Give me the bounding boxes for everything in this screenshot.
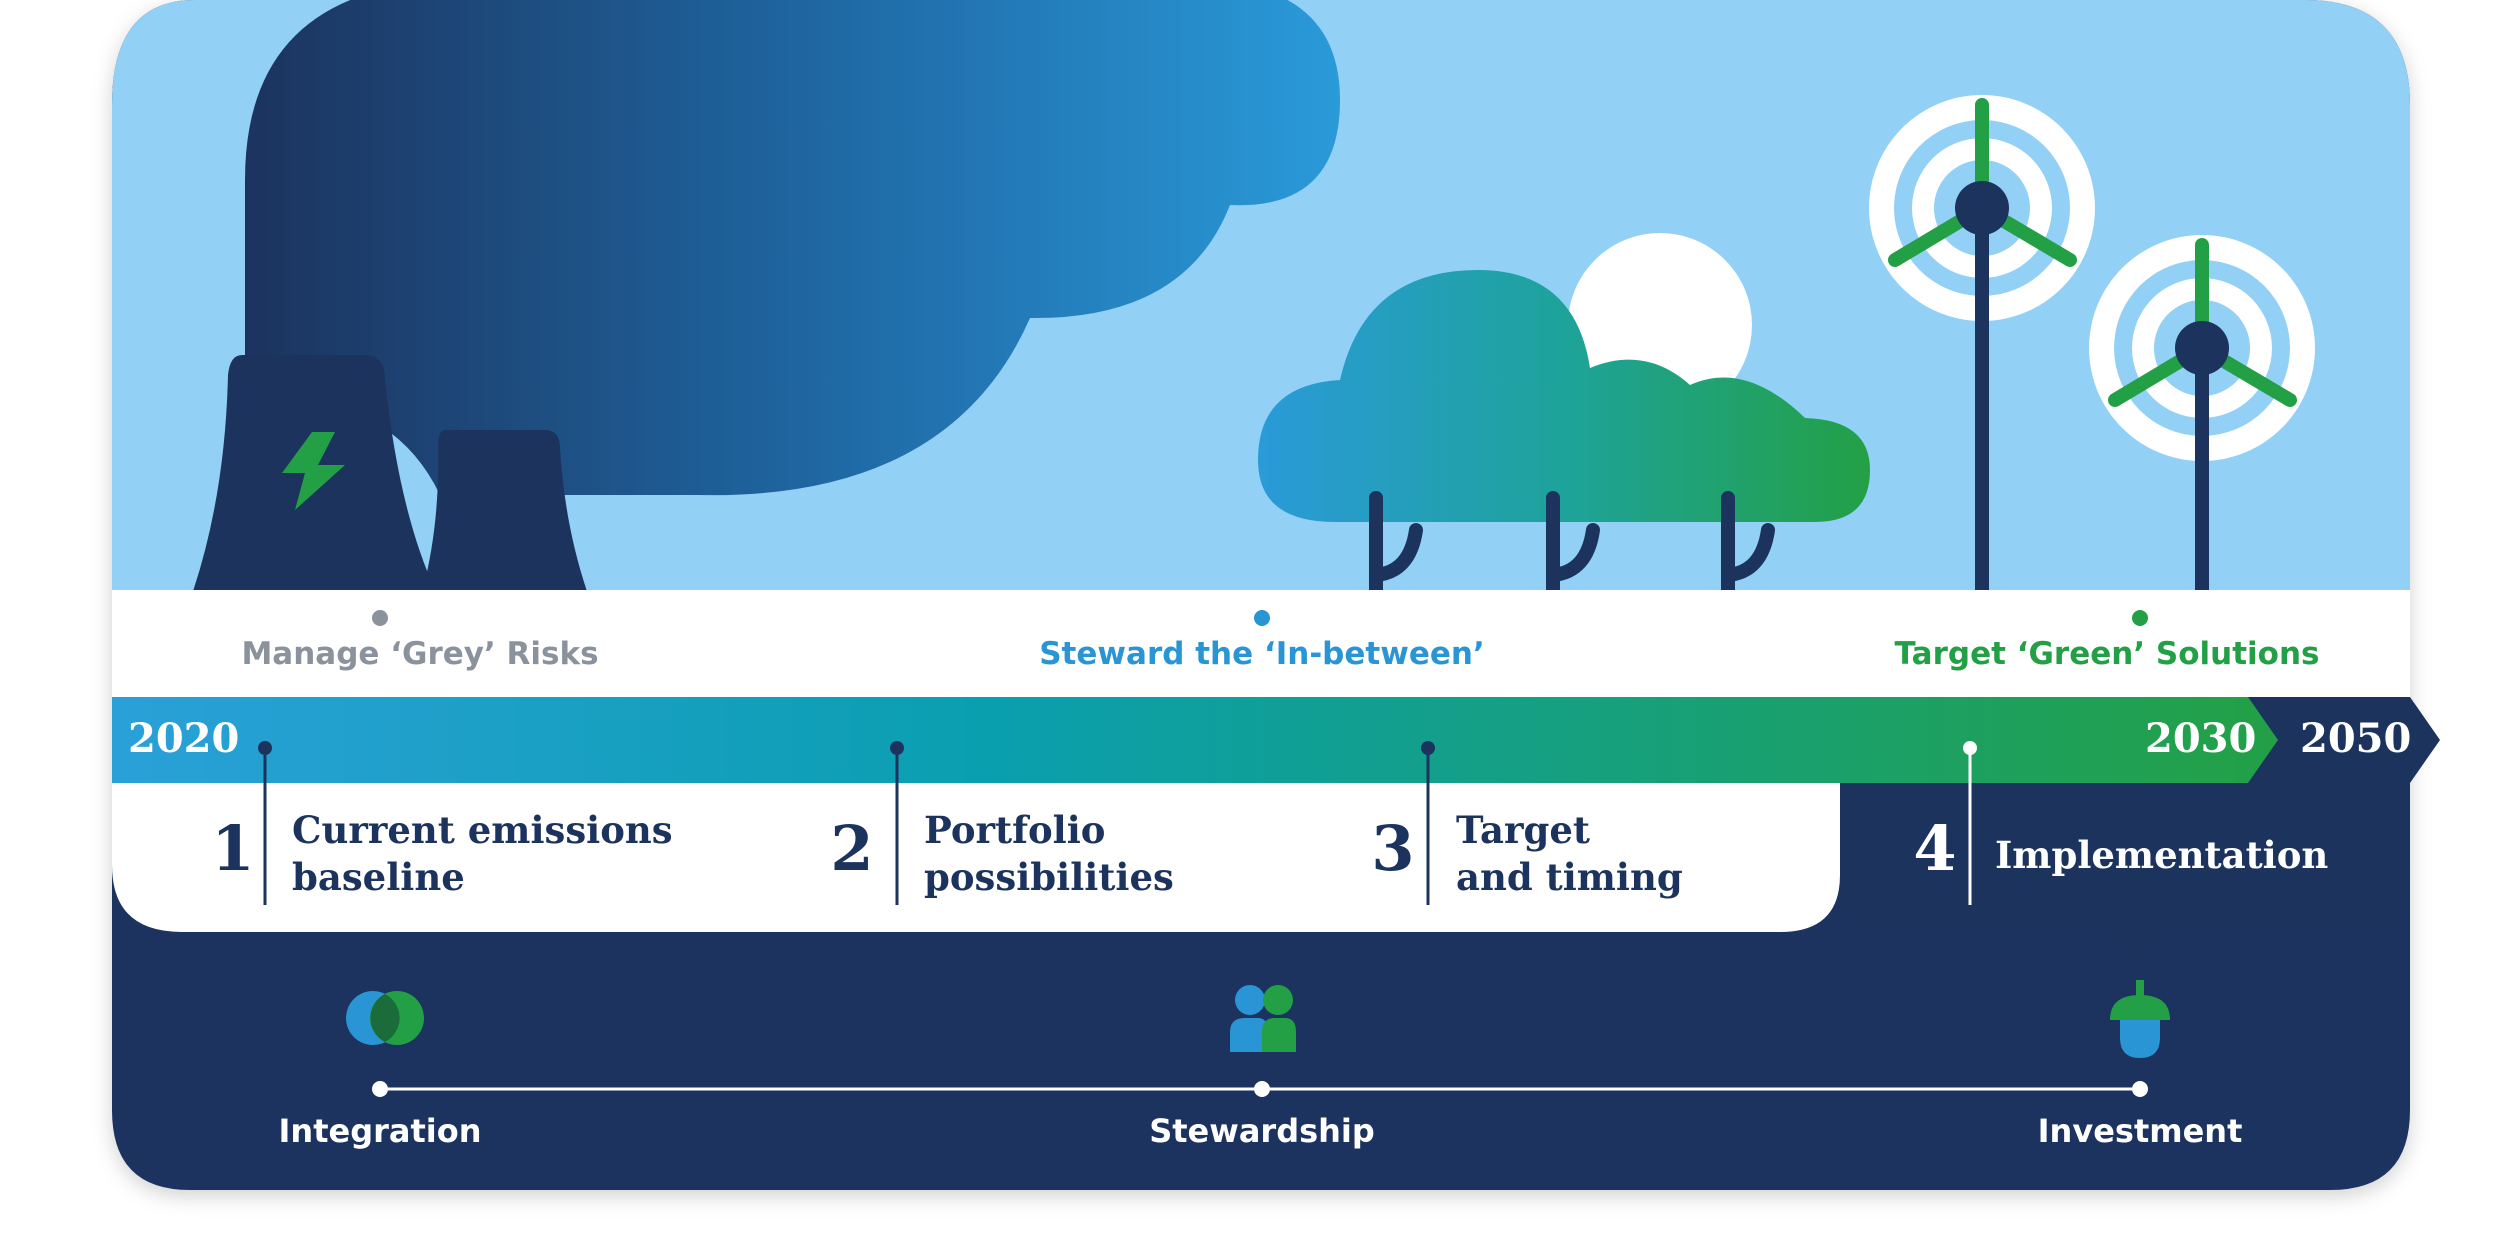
- wind-turbine: [1869, 95, 2095, 590]
- pillar-label-integration: Integration: [279, 1112, 482, 1150]
- smoke-plume: [245, 0, 1340, 496]
- step-number: 4: [1913, 812, 1956, 885]
- sky-scene: [112, 0, 2410, 590]
- step-label-line2: possibilities: [924, 855, 1174, 899]
- step-label-line2: baseline: [292, 855, 465, 899]
- step-number: 3: [1371, 812, 1414, 885]
- wind-turbine: [2089, 235, 2315, 590]
- pillar-marker: [372, 1081, 388, 1097]
- step-1: 1 Current emissions baseline: [211, 741, 673, 905]
- timeline-start-year: 2020: [128, 715, 239, 762]
- approach-marker: [1254, 610, 1270, 626]
- step-3: 3 Target and timing: [1371, 741, 1683, 905]
- approach-label-green: Target ‘Green’ Solutions: [1895, 636, 2320, 672]
- step-4-callout: [1840, 783, 2410, 957]
- step-4: 4 Implementation: [1913, 741, 2328, 905]
- step-label-line2: and timing: [1456, 855, 1683, 899]
- timeline-end-year: 2050: [2300, 715, 2411, 762]
- approach-marker: [2132, 610, 2148, 626]
- pillars: Integration Stewardship Investment: [279, 980, 2243, 1150]
- approaches-band: Manage ‘Grey’ Risks Steward the ‘In-betw…: [112, 590, 2410, 698]
- step-label-line1: Target: [1456, 808, 1590, 852]
- step-label-line1: Portfolio: [924, 808, 1105, 852]
- pillar-marker: [1254, 1081, 1270, 1097]
- people-icon: [1230, 985, 1296, 1052]
- step-number: 2: [830, 812, 873, 885]
- pillar-marker: [2132, 1081, 2148, 1097]
- step-label-line1: Implementation: [1995, 833, 2328, 877]
- pillar-label-investment: Investment: [2038, 1112, 2243, 1150]
- step-2: 2 Portfolio possibilities: [830, 741, 1174, 905]
- pillar-label-stewardship: Stewardship: [1149, 1112, 1375, 1150]
- acorn-icon: [2110, 980, 2170, 1058]
- timeline-bar: 2020 2030 2050: [112, 697, 2440, 783]
- steps-panel: [112, 783, 1840, 932]
- overlapping-circles-icon: [346, 991, 424, 1045]
- approach-label-in-between: Steward the ‘In-between’: [1039, 636, 1485, 672]
- tree-canopy: [1258, 270, 1870, 590]
- approach-marker: [372, 610, 388, 626]
- lightning-icon: [282, 432, 345, 510]
- approach-label-grey: Manage ‘Grey’ Risks: [241, 636, 598, 672]
- cooling-towers: [190, 355, 590, 590]
- step-label-line1: Current emissions: [292, 808, 673, 852]
- timeline-mid-year: 2030: [2145, 715, 2256, 762]
- step-number: 1: [211, 812, 254, 885]
